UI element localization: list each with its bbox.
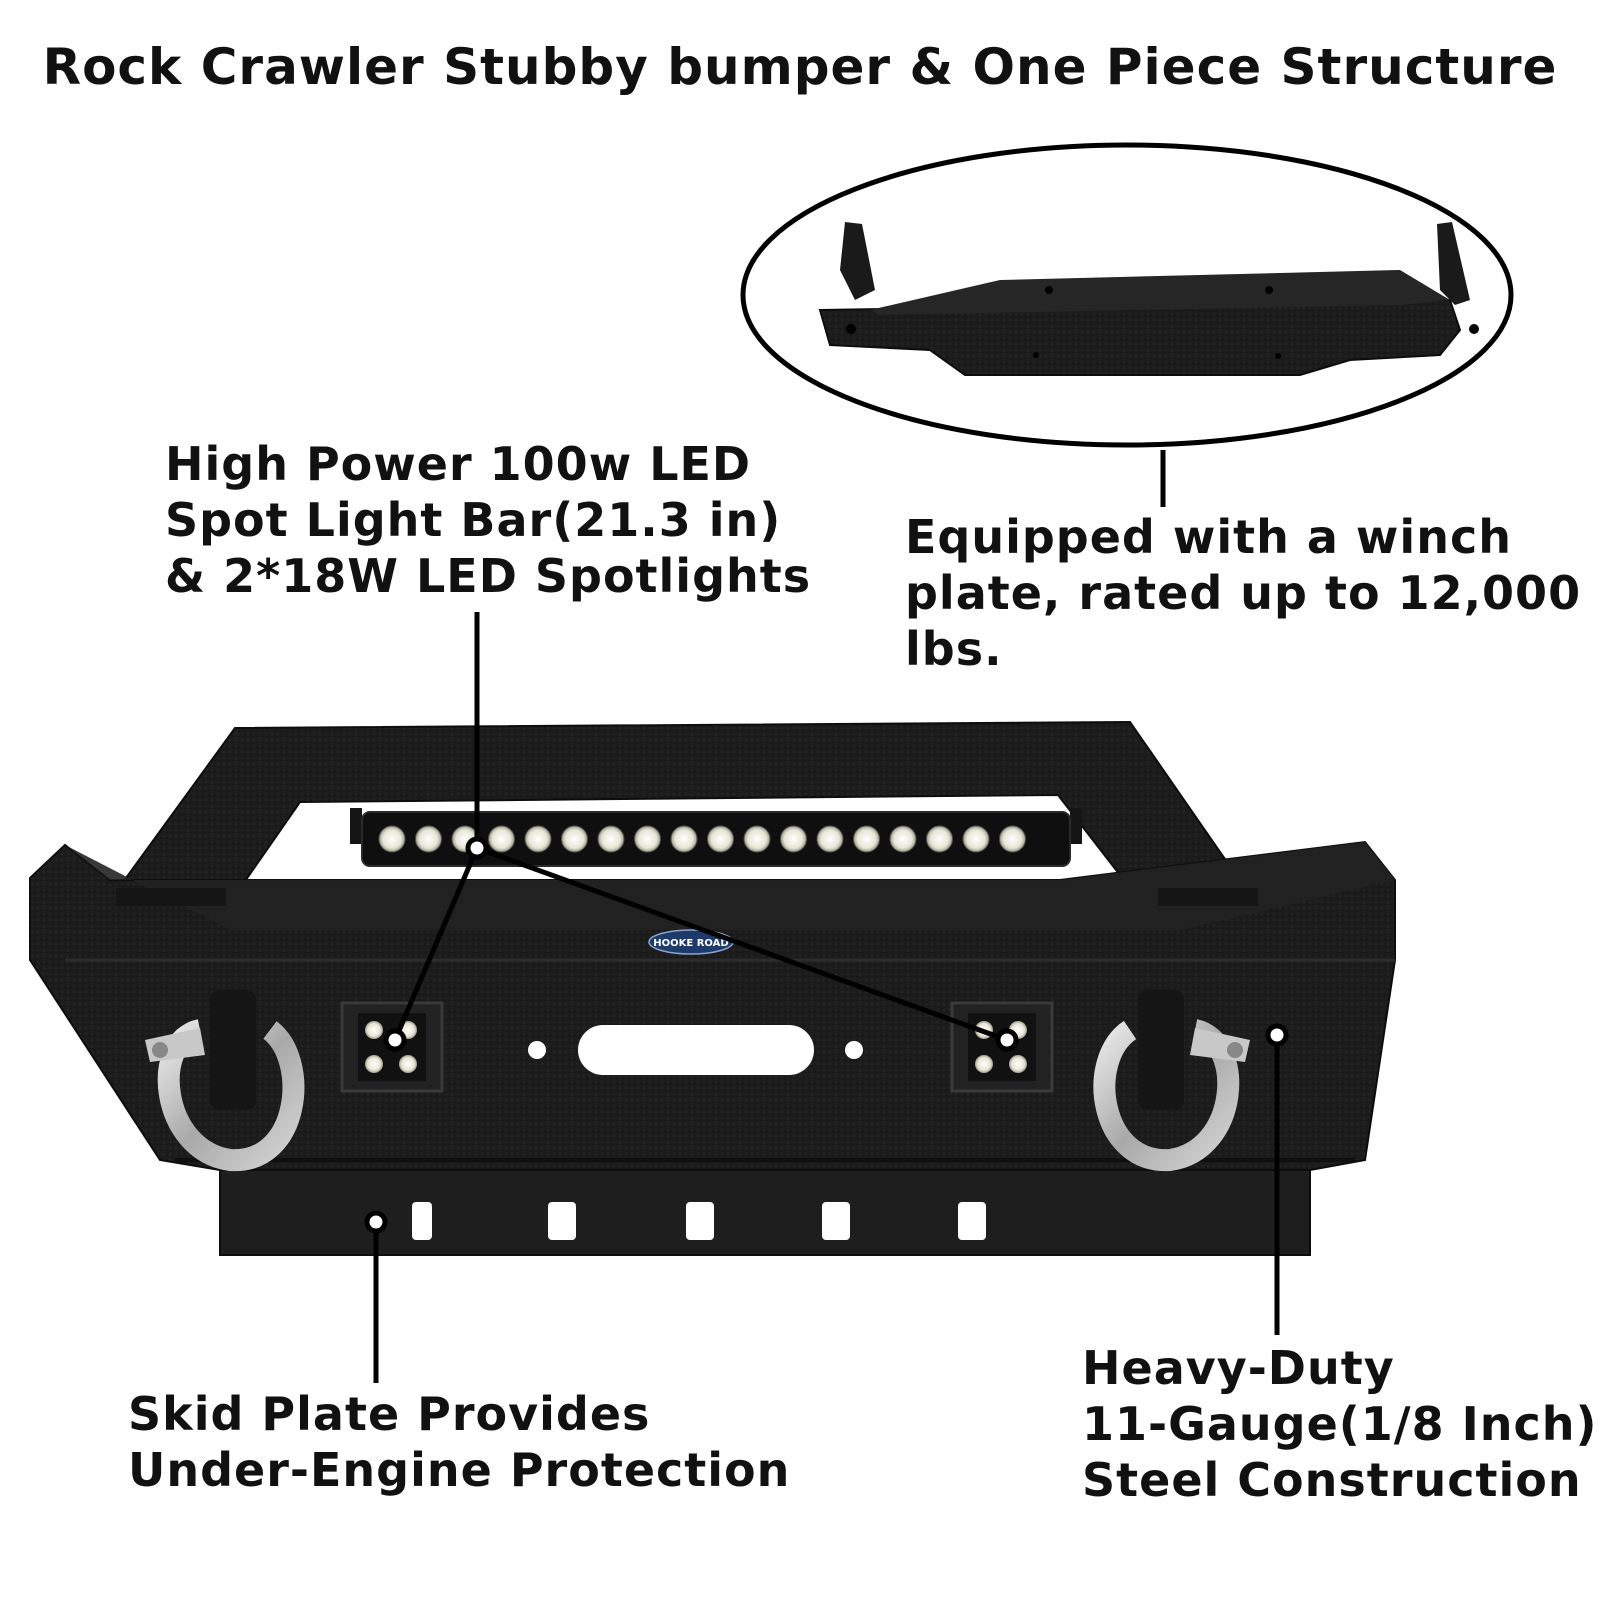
led-reflector bbox=[816, 825, 844, 853]
winch-plate-image bbox=[818, 222, 1479, 376]
callout-dots bbox=[364, 836, 1289, 1234]
led-reflector bbox=[853, 825, 880, 853]
skid-plate-slots bbox=[412, 1202, 986, 1240]
winch-plate-callout: Equipped with a winch plate, rated up to… bbox=[905, 509, 1581, 677]
callout-line: Under-Engine Protection bbox=[128, 1443, 791, 1497]
skid-plate-callout: Skid Plate Provides Under-Engine Protect… bbox=[128, 1386, 790, 1498]
light-bar-callout: High Power 100w LED Spot Light Bar(21.3 … bbox=[165, 436, 811, 604]
led-reflector bbox=[962, 825, 990, 853]
bumper-image: HOOKE ROAD bbox=[29, 720, 1396, 1256]
led-reflector bbox=[743, 825, 771, 853]
inset-ellipse bbox=[740, 142, 1514, 448]
led-reflector bbox=[597, 825, 625, 853]
callout-line: lbs. bbox=[905, 622, 1003, 676]
spotlight-left bbox=[340, 1001, 444, 1093]
led-reflector bbox=[707, 825, 734, 853]
led-reflector bbox=[926, 825, 953, 853]
led-reflector bbox=[415, 825, 442, 853]
logo-text: HOOKE ROAD bbox=[653, 938, 728, 949]
steel-construction-callout: Heavy-Duty 11-Gauge(1/8 Inch) Steel Cons… bbox=[1082, 1340, 1598, 1508]
led-reflector bbox=[561, 825, 588, 853]
led-reflector bbox=[670, 825, 698, 853]
led-reflector bbox=[488, 825, 515, 853]
led-reflector bbox=[524, 825, 552, 853]
callout-line: Skid Plate Provides bbox=[128, 1387, 651, 1441]
led-reflector bbox=[889, 825, 917, 853]
leader-lines bbox=[373, 450, 1280, 1383]
winch-opening bbox=[528, 1025, 863, 1075]
callout-line: Spot Light Bar(21.3 in) bbox=[165, 493, 782, 547]
d-ring-shackle-right bbox=[1093, 990, 1250, 1172]
led-reflector bbox=[999, 825, 1026, 853]
callout-line: 11-Gauge(1/8 Inch) bbox=[1082, 1397, 1598, 1451]
callout-line: Equipped with a winch bbox=[905, 510, 1512, 564]
led-reflector bbox=[634, 825, 661, 853]
led-reflector bbox=[378, 825, 406, 853]
led-light-bar bbox=[350, 808, 1082, 867]
callout-line: plate, rated up to 12,000 bbox=[905, 566, 1582, 620]
callout-line: Heavy-Duty bbox=[1082, 1341, 1395, 1395]
callout-line: Steel Construction bbox=[1082, 1453, 1582, 1507]
skid-plate bbox=[219, 1169, 1311, 1256]
winch-plate-inset bbox=[740, 142, 1514, 448]
led-reflector bbox=[780, 825, 807, 853]
callout-line: High Power 100w LED bbox=[165, 437, 752, 491]
callout-line: & 2*18W LED Spotlights bbox=[165, 549, 812, 603]
page-title: Rock Crawler Stubby bumper & One Piece S… bbox=[42, 38, 1558, 96]
d-ring-shackle-left bbox=[145, 990, 305, 1172]
